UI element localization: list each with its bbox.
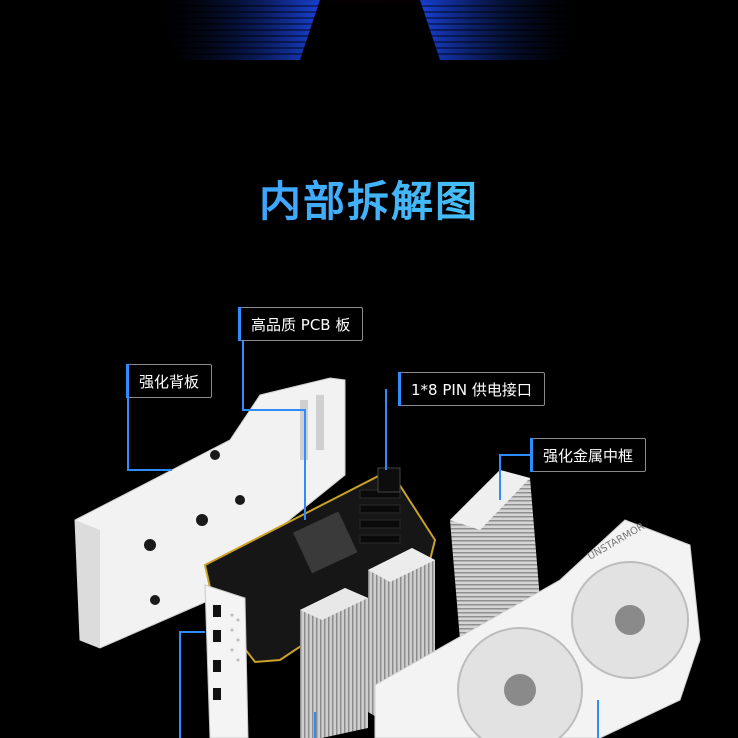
fan-shroud: UNSTARMOR [374, 519, 701, 738]
leader-lines [127, 340, 599, 738]
label-power-connector: 1*8 PIN 供电接口 [398, 372, 545, 406]
label-backplate: 强化背板 [126, 364, 213, 398]
label-pcb: 高品质 PCB 板 [238, 307, 364, 341]
io-bracket [204, 584, 249, 738]
pcb-board [203, 467, 437, 664]
power-connector [377, 467, 401, 493]
heatsink-small [300, 588, 368, 738]
page-title: 内部拆解图 [0, 168, 738, 229]
label-midframe: 强化金属中框 [530, 438, 647, 472]
top-light-banner [0, 0, 738, 70]
